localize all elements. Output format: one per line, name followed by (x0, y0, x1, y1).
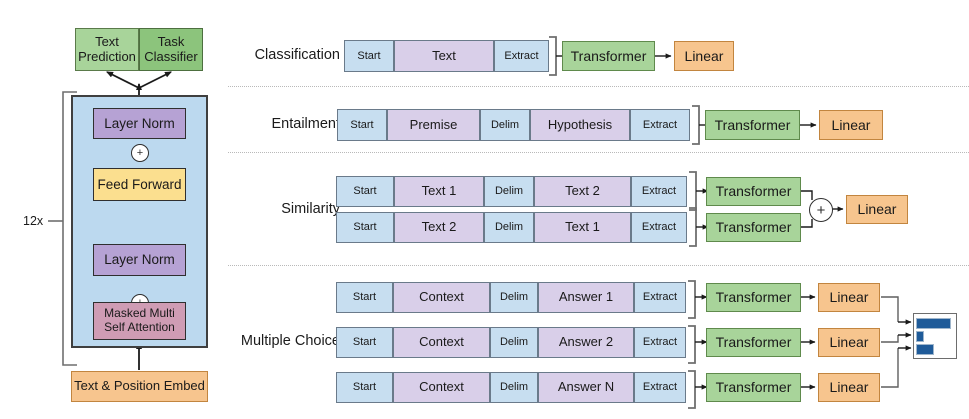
divider-1 (228, 86, 969, 87)
repeat-count-label: 12x (23, 214, 44, 228)
token-start: Start (337, 109, 387, 141)
residual-add-top: + (131, 144, 149, 162)
module-transformer: Transformer (706, 177, 801, 206)
token-delim: Delim (480, 109, 530, 141)
task-label-similarity: Similarity (281, 201, 340, 217)
token-extract: Extract (494, 40, 549, 72)
attention-line2: Self Attention (104, 320, 175, 334)
token-answer: Answer 2 (538, 327, 634, 358)
token-extract: Extract (634, 327, 686, 358)
task-classifier-head: Task Classifier (139, 28, 203, 71)
token-start: Start (336, 372, 393, 403)
token-context: Context (393, 327, 490, 358)
task-label-classification: Classification (254, 47, 340, 63)
token-delim: Delim (484, 176, 534, 207)
token-answer: Answer N (538, 372, 634, 403)
module-transformer: Transformer (706, 373, 801, 402)
module-linear: Linear (818, 328, 880, 357)
text-prediction-line1: Text (95, 33, 119, 49)
module-linear: Linear (674, 41, 734, 71)
token-extract: Extract (631, 212, 687, 243)
task-label-entailment: Entailment (271, 116, 340, 132)
token-text-1: Text 1 (534, 212, 631, 243)
task-classifier-line1: Task (157, 33, 185, 49)
token-extract: Extract (634, 282, 686, 313)
token-answer: Answer 1 (538, 282, 634, 313)
similarity-add-circle: + (809, 198, 833, 222)
token-delim: Delim (490, 327, 538, 358)
token-text-1: Text 1 (394, 176, 484, 207)
attention-line1: Masked Multi (104, 306, 175, 321)
token-start: Start (336, 212, 394, 243)
masked-multi-self-attention-block: Masked Multi Self Attention (93, 302, 186, 340)
module-linear: Linear (846, 195, 908, 224)
token-text-2: Text 2 (534, 176, 631, 207)
token-extract: Extract (630, 109, 690, 141)
divider-2 (228, 152, 969, 153)
module-transformer: Transformer (562, 41, 655, 71)
token-delim: Delim (484, 212, 534, 243)
score-bar-3 (916, 344, 934, 355)
token-start: Start (344, 40, 394, 72)
layer-norm-bottom-block: Layer Norm (93, 244, 186, 276)
module-transformer: Transformer (705, 110, 800, 140)
module-transformer: Transformer (706, 328, 801, 357)
token-extract: Extract (634, 372, 686, 403)
token-delim: Delim (490, 282, 538, 313)
multiple-choice-score-chart (913, 313, 957, 359)
text-prediction-line2: Prediction (78, 48, 136, 64)
module-linear: Linear (819, 110, 883, 140)
feed-forward-block: Feed Forward (93, 168, 186, 201)
module-linear: Linear (818, 283, 880, 312)
score-bar-2 (916, 331, 924, 342)
token-context: Context (393, 372, 490, 403)
divider-3 (228, 265, 969, 266)
token-start: Start (336, 176, 394, 207)
task-label-multiple-choice: Multiple Choice (240, 333, 340, 349)
token-delim: Delim (490, 372, 538, 403)
token-start: Start (336, 282, 393, 313)
module-linear: Linear (818, 373, 880, 402)
token-context: Context (393, 282, 490, 313)
module-transformer: Transformer (706, 283, 801, 312)
token-text: Text (394, 40, 494, 72)
task-classifier-line2: Classifier (144, 48, 198, 64)
score-bar-1 (916, 318, 951, 329)
token-start: Start (336, 327, 393, 358)
token-premise: Premise (387, 109, 480, 141)
token-hypothesis: Hypothesis (530, 109, 630, 141)
layer-norm-top-block: Layer Norm (93, 108, 186, 139)
text-position-embed-block: Text & Position Embed (71, 371, 208, 402)
text-prediction-head: Text Prediction (75, 28, 139, 71)
module-transformer: Transformer (706, 213, 801, 242)
token-extract: Extract (631, 176, 687, 207)
token-text-2: Text 2 (394, 212, 484, 243)
